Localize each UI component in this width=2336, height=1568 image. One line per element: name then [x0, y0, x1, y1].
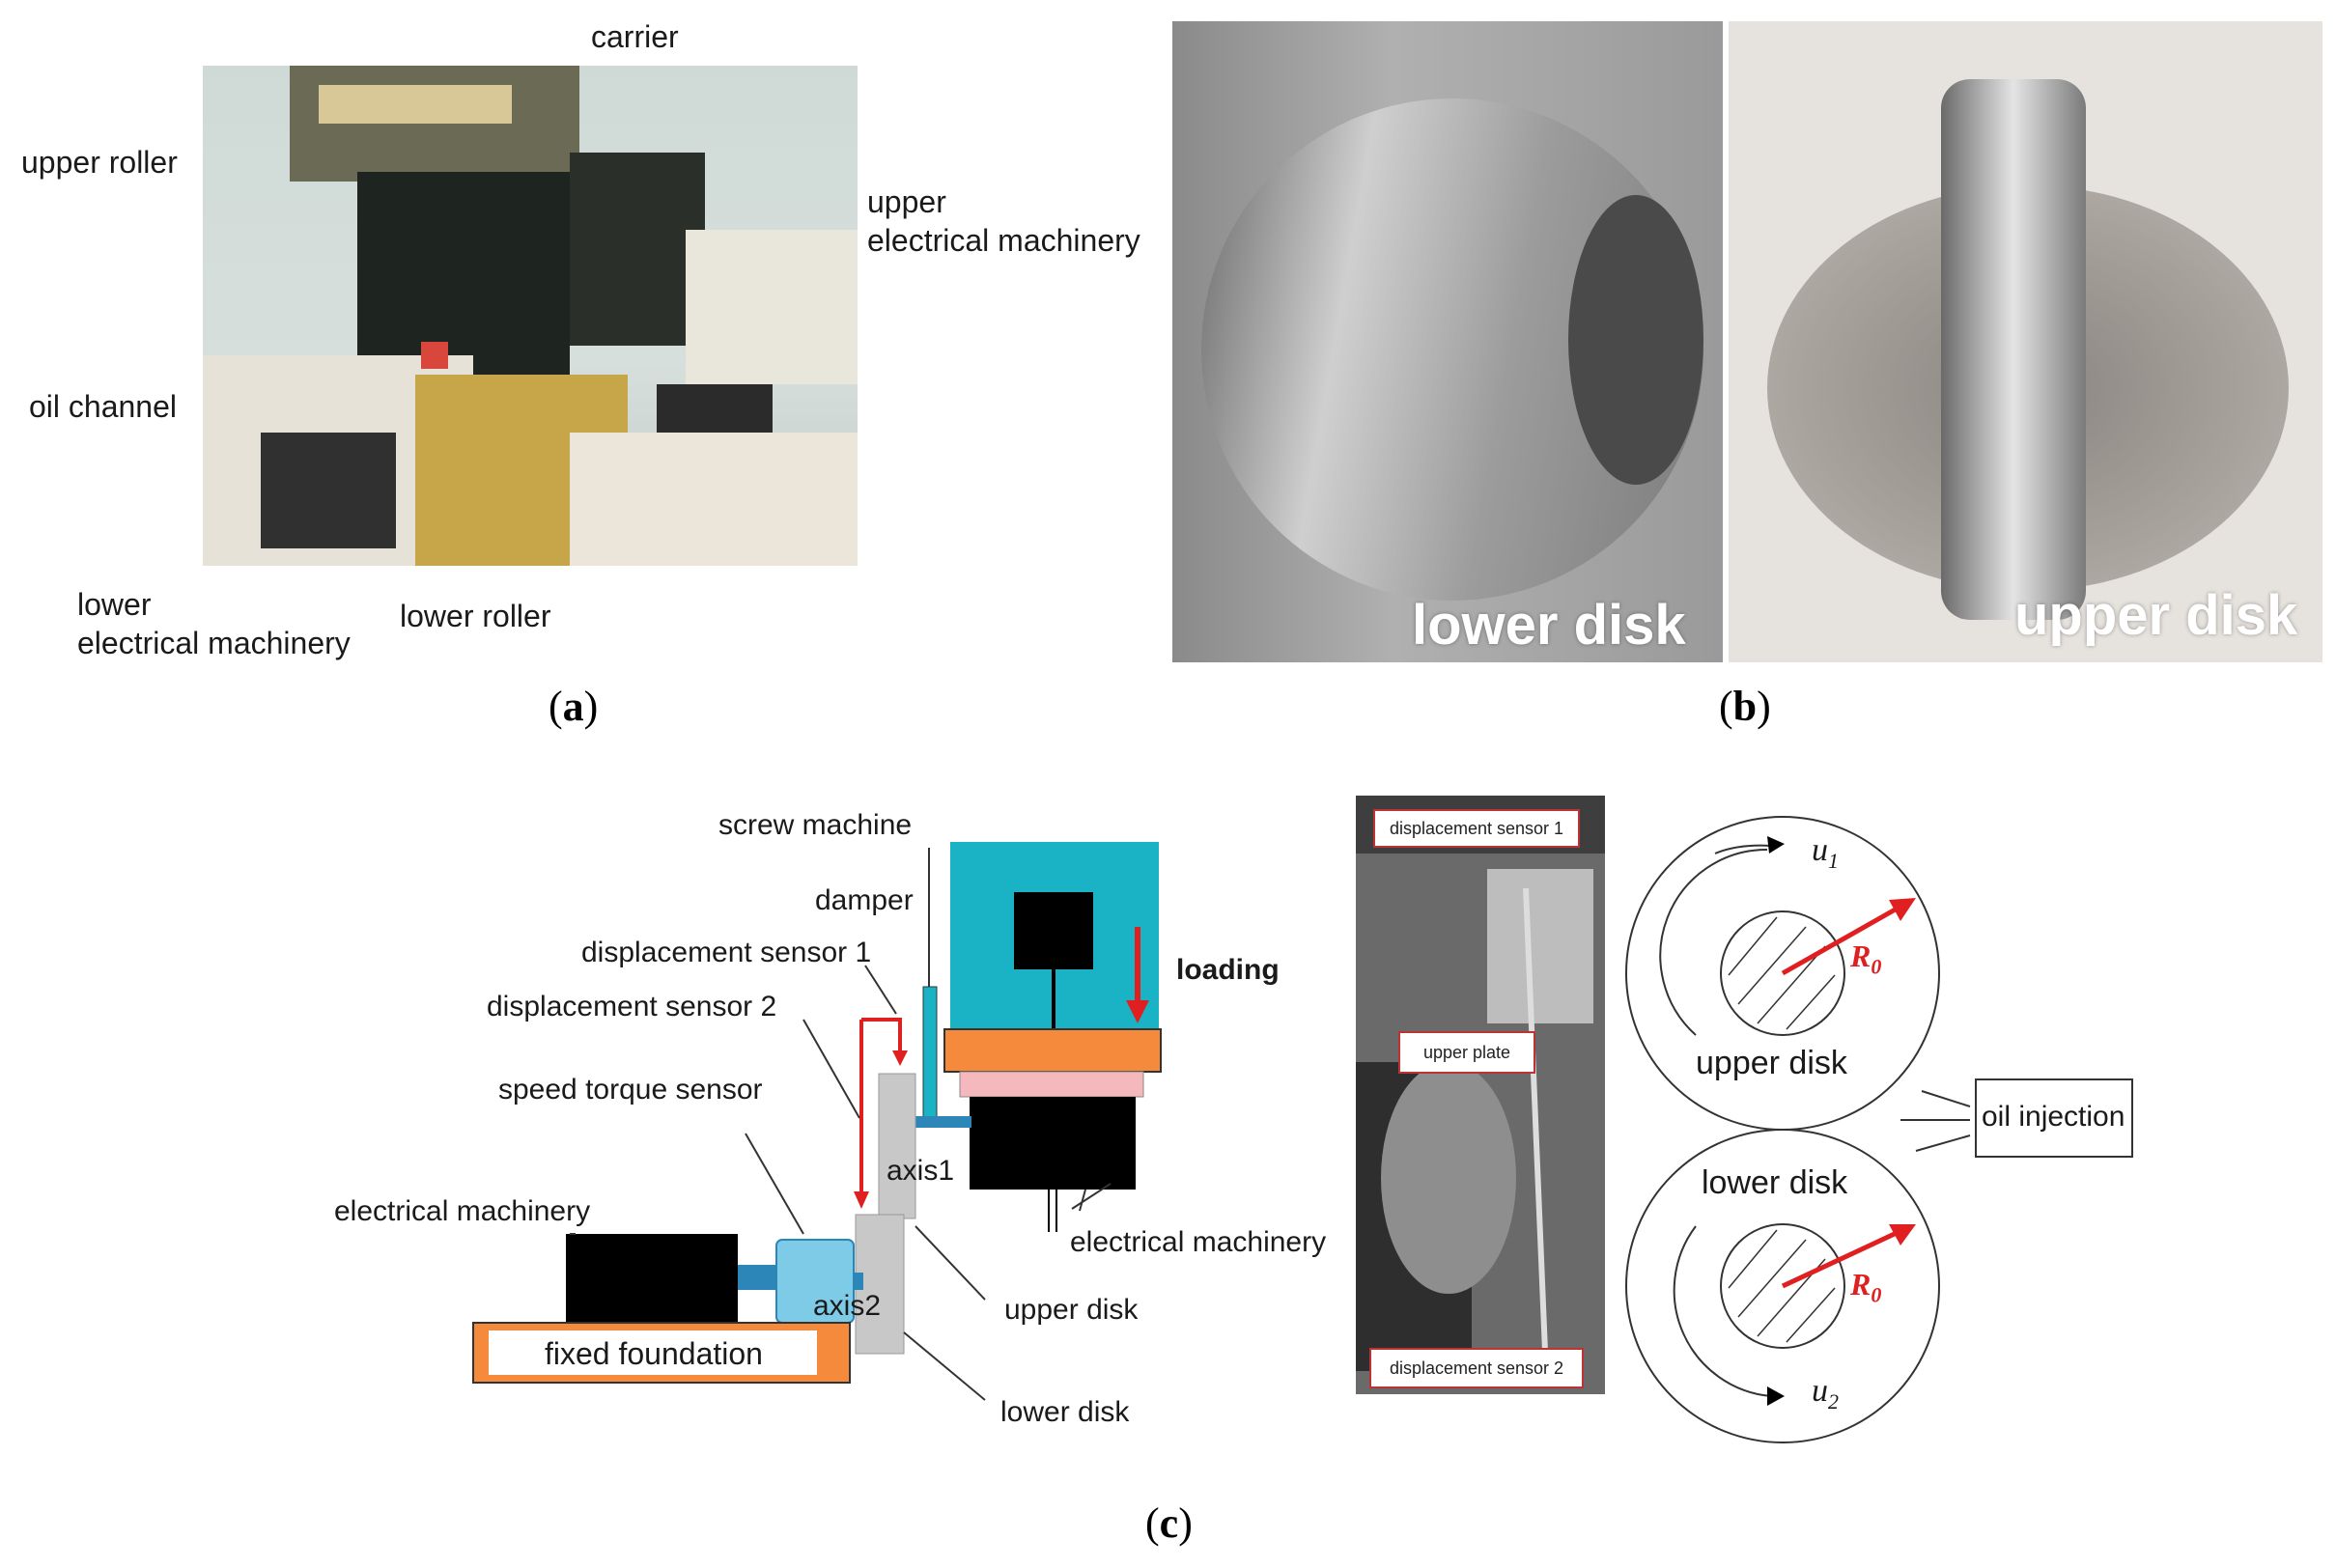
label-fixed-foundation: fixed foundation: [545, 1336, 763, 1371]
axis2-lower-disk: [855, 1214, 905, 1355]
label-speed-torque-sensor: speed torque sensor: [498, 1074, 763, 1106]
upper-em-block: [970, 1097, 1136, 1190]
pink-plate: [959, 1071, 1144, 1098]
screw-machine-motor: [1014, 892, 1093, 969]
label-oil-injection: oil injection: [1982, 1101, 2125, 1133]
label-damper: damper: [815, 884, 914, 916]
label-carrier: carrier: [591, 19, 679, 54]
label-loading: loading: [1176, 954, 1280, 986]
photo-upper-disk: [1729, 21, 2322, 662]
label-oil-channel: oil channel: [29, 389, 177, 424]
label-disk-lower: lower disk: [1702, 1164, 1848, 1201]
label-upper-em-line1: upper: [867, 184, 946, 219]
oil-injection-box: [1975, 1078, 2133, 1158]
photo-label-disp-sensor-1: displacement sensor 1: [1373, 809, 1580, 848]
caption-b: (b): [1719, 683, 1771, 730]
photo-lower-disk: [1172, 21, 1723, 662]
label-disp-sensor-2: displacement sensor 2: [487, 991, 777, 1022]
label-lower-disk: lower disk: [1000, 1396, 1130, 1428]
label-upper-disk: upper disk: [1004, 1294, 1139, 1326]
photo-label-upper-plate: upper plate: [1398, 1031, 1535, 1074]
label-disp-sensor-1: displacement sensor 1: [581, 937, 872, 968]
lower-disk-text: lower disk: [1412, 594, 1686, 657]
caption-a: (a): [549, 683, 599, 730]
axis1-upper-disk: [878, 1073, 916, 1219]
upper-disk-text: upper disk: [2014, 584, 2298, 647]
label-r0-upper: R0: [1850, 938, 1882, 979]
label-lower-em-line1: lower: [77, 587, 152, 622]
label-u2: u2: [1812, 1373, 1839, 1414]
label-electrical-machinery-left: electrical machinery: [334, 1195, 591, 1227]
label-axis1: axis1: [887, 1155, 955, 1187]
label-lower-em-line2: electrical machinery: [77, 626, 351, 660]
label-u1: u1: [1812, 832, 1839, 873]
label-lower-roller: lower roller: [400, 599, 551, 633]
label-axis2: axis2: [813, 1290, 882, 1322]
label-electrical-machinery-right: electrical machinery: [1070, 1226, 1327, 1258]
panel-a-photo: [203, 66, 858, 566]
left-em-block: [566, 1234, 738, 1323]
label-upper-roller: upper roller: [21, 145, 178, 180]
damper: [922, 986, 938, 1119]
label-upper-em-line2: electrical machinery: [867, 223, 1140, 258]
upper-plate: [943, 1028, 1162, 1073]
label-r0-lower: R0: [1850, 1267, 1882, 1307]
label-disk-upper: upper disk: [1696, 1045, 1847, 1081]
label-screw-machine: screw machine: [718, 809, 913, 841]
photo-label-disp-sensor-2: displacement sensor 2: [1369, 1348, 1584, 1388]
caption-c: (c): [1145, 1499, 1193, 1547]
